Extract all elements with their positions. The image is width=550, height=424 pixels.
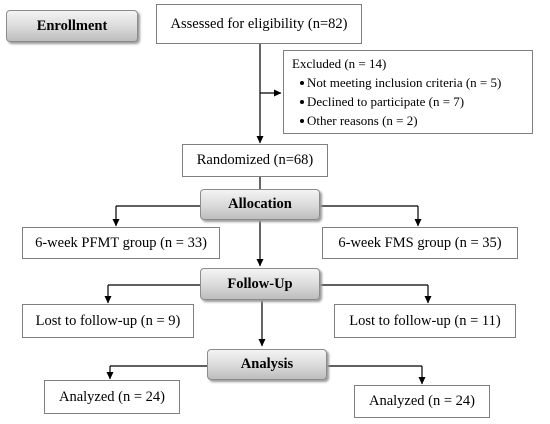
- excluded-reasons: Not meeting inclusion criteria (n = 5) D…: [292, 73, 526, 130]
- bullet-icon: [300, 80, 304, 85]
- excluded-reason-item: Declined to participate (n = 7): [300, 92, 526, 111]
- excluded-reason-item: Not meeting inclusion criteria (n = 5): [300, 73, 526, 92]
- assessed-box: Assessed for eligibility (n=82): [156, 4, 362, 44]
- excluded-reason-text: Other reasons (n = 2): [307, 113, 418, 128]
- randomized-box: Randomized (n=68): [182, 144, 328, 177]
- excluded-reason-item: Other reasons (n = 2): [300, 111, 526, 130]
- bullet-icon: [300, 99, 304, 104]
- lost-fms-box: Lost to follow-up (n = 11): [334, 304, 516, 338]
- excluded-title: Excluded (n = 14): [292, 56, 387, 71]
- bullet-icon: [300, 118, 304, 123]
- excluded-reason-text: Declined to participate (n = 7): [307, 94, 465, 109]
- analyzed-pfmt-box: Analyzed (n = 24): [44, 380, 180, 414]
- pfmt-group-box: 6-week PFMT group (n = 33): [22, 227, 220, 259]
- stage-allocation: Allocation: [200, 189, 320, 220]
- excluded-box: Excluded (n = 14) Not meeting inclusion …: [283, 50, 533, 134]
- stage-follow-up: Follow-Up: [200, 268, 320, 300]
- analyzed-fms-box: Analyzed (n = 24): [354, 385, 490, 418]
- lost-pfmt-box: Lost to follow-up (n = 9): [22, 304, 194, 338]
- fms-group-box: 6-week FMS group (n = 35): [322, 227, 518, 259]
- stage-enrollment: Enrollment: [6, 10, 138, 42]
- stage-analysis: Analysis: [207, 349, 327, 380]
- excluded-reason-text: Not meeting inclusion criteria (n = 5): [307, 75, 502, 90]
